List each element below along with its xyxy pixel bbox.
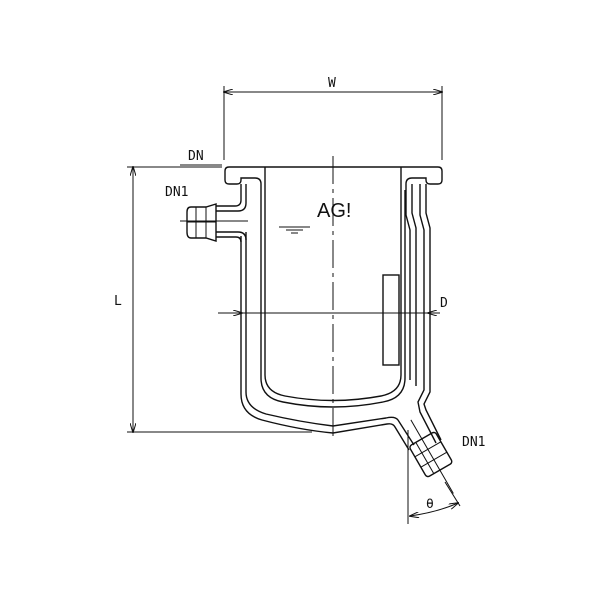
angle-dimension: θ <box>407 430 461 524</box>
inner-vessel-outer-wall <box>260 190 406 408</box>
jacket-inner-right <box>405 184 417 386</box>
side-nozzle-label: DN1 <box>165 185 188 200</box>
bottom-nozzle <box>409 419 454 494</box>
length-dimension: L <box>114 167 312 432</box>
flange-label: DN <box>188 149 204 164</box>
jacket-top-left <box>216 184 247 243</box>
inner-vessel <box>264 167 402 402</box>
baffle <box>382 274 400 366</box>
width-label: W <box>328 76 336 91</box>
jacket <box>245 232 415 446</box>
side-nozzle: DN1 <box>165 185 248 242</box>
diameter-dimension: D <box>218 296 448 313</box>
jacket-outer <box>240 236 410 451</box>
bottom-nozzle-label: DN1 <box>462 435 485 450</box>
width-dimension: W <box>224 76 442 160</box>
logo: AG! <box>317 200 351 222</box>
length-label: L <box>114 294 122 309</box>
angle-label: θ <box>426 497 434 512</box>
diameter-label: D <box>440 296 448 311</box>
liquid-level-symbol <box>279 226 310 234</box>
jacket-right <box>417 184 442 444</box>
top-flange <box>224 166 443 190</box>
